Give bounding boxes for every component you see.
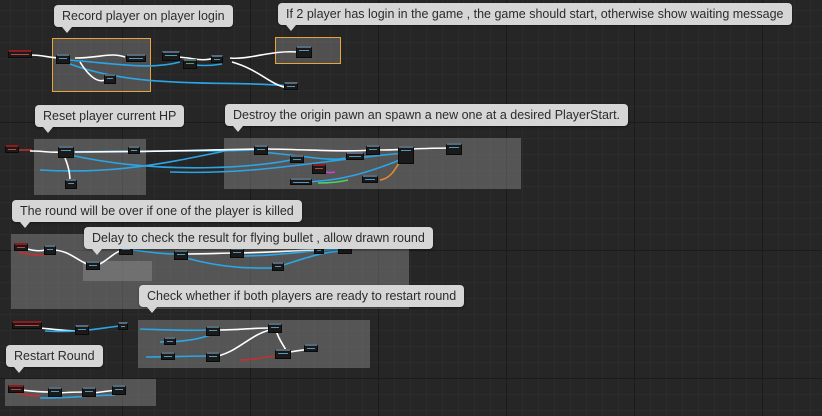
exec-wire bbox=[229, 50, 299, 60]
print-node[interactable] bbox=[304, 344, 318, 352]
comment-delay-check[interactable]: Delay to check the result for flying bul… bbox=[84, 227, 433, 255]
exec-wire bbox=[217, 327, 271, 331]
rotation-node[interactable] bbox=[362, 175, 378, 183]
branch-ready-node[interactable] bbox=[268, 323, 282, 333]
object-wire bbox=[69, 63, 291, 87]
green-wire bbox=[317, 179, 349, 184]
reset-level-node[interactable] bbox=[48, 387, 62, 397]
get-playerstart-node[interactable] bbox=[290, 155, 304, 163]
exec-wire bbox=[231, 61, 289, 89]
exec-wire bbox=[267, 148, 373, 152]
set-view-node[interactable] bbox=[446, 143, 462, 155]
object-wire bbox=[239, 248, 343, 257]
waiting-message-node[interactable] bbox=[284, 82, 298, 90]
location-node[interactable] bbox=[290, 178, 312, 185]
get-controller-node[interactable] bbox=[65, 179, 77, 189]
event-wire bbox=[239, 355, 276, 361]
object-wire bbox=[169, 152, 406, 174]
set-ready-node[interactable] bbox=[75, 325, 89, 335]
make-transform-node[interactable] bbox=[346, 152, 364, 160]
comment-restart-check[interactable]: Check whether if both players are ready … bbox=[139, 285, 465, 313]
object-wire bbox=[67, 59, 181, 67]
comment-respawn[interactable]: Destroy the origin pawn an spawn a new o… bbox=[225, 104, 629, 132]
exec-wire bbox=[239, 249, 319, 254]
ready-compare-node[interactable] bbox=[206, 352, 220, 362]
object-wire bbox=[145, 355, 211, 358]
spawn-actor-node[interactable] bbox=[366, 145, 380, 155]
set-hp-node[interactable] bbox=[58, 146, 74, 158]
object-wire bbox=[299, 157, 406, 183]
do-once-node[interactable] bbox=[86, 261, 100, 270]
compare-node[interactable] bbox=[183, 59, 197, 69]
comment-restart-round[interactable]: Restart Round bbox=[6, 345, 103, 373]
get-node[interactable] bbox=[104, 74, 116, 84]
is-dead-node[interactable] bbox=[272, 262, 284, 271]
exec-wire bbox=[379, 147, 453, 151]
exec-wire bbox=[217, 329, 271, 357]
exec-wire bbox=[74, 54, 126, 59]
destroy-actor-node[interactable] bbox=[254, 145, 268, 155]
comment-round-over[interactable]: The round will be over if one of the pla… bbox=[12, 200, 302, 228]
event-node-killed[interactable] bbox=[14, 243, 28, 251]
get-ready-a-node[interactable] bbox=[164, 337, 176, 345]
start-game-node[interactable] bbox=[296, 46, 312, 58]
length-node[interactable] bbox=[211, 55, 223, 63]
object-wire bbox=[39, 394, 116, 399]
event-node-post-login[interactable] bbox=[8, 50, 32, 58]
object-wire bbox=[69, 154, 301, 169]
reset-players-node[interactable] bbox=[82, 387, 96, 397]
delay-node[interactable] bbox=[44, 245, 56, 255]
comment-reset-hp[interactable]: Reset player current HP bbox=[35, 105, 185, 133]
event-node-restart[interactable] bbox=[8, 385, 24, 393]
exec-wire bbox=[185, 252, 237, 255]
exec-wire bbox=[74, 148, 259, 153]
possess-node[interactable] bbox=[398, 146, 414, 164]
cast-node[interactable] bbox=[56, 54, 70, 64]
get-ready-b-node[interactable] bbox=[161, 352, 175, 360]
branch-node[interactable] bbox=[162, 51, 180, 61]
object-wire bbox=[259, 151, 346, 160]
comment-box-delay-check[interactable] bbox=[83, 261, 152, 281]
comment-box-reset-hp[interactable] bbox=[34, 139, 146, 195]
object-wire bbox=[185, 257, 279, 269]
get-pawn-node[interactable] bbox=[128, 146, 140, 154]
and-node[interactable] bbox=[206, 326, 220, 336]
player-array-node[interactable] bbox=[118, 322, 128, 330]
round-end-node[interactable] bbox=[230, 248, 244, 258]
object-wire bbox=[39, 149, 231, 172]
object-wire bbox=[131, 249, 176, 255]
add-array-node[interactable] bbox=[126, 54, 146, 62]
restart-call-node[interactable] bbox=[275, 349, 291, 359]
event-node-ready[interactable] bbox=[12, 321, 42, 329]
object-wire bbox=[279, 250, 343, 267]
start-round-node[interactable] bbox=[112, 385, 126, 395]
comment-start-condition[interactable]: If 2 player has login in the game , the … bbox=[278, 3, 792, 31]
object-wire bbox=[139, 328, 209, 332]
spawn-transform-node[interactable] bbox=[312, 164, 326, 174]
get-players-node[interactable] bbox=[174, 250, 188, 260]
comment-record-login[interactable]: Record player on player login bbox=[54, 5, 233, 33]
event-node-reset[interactable] bbox=[5, 145, 19, 153]
